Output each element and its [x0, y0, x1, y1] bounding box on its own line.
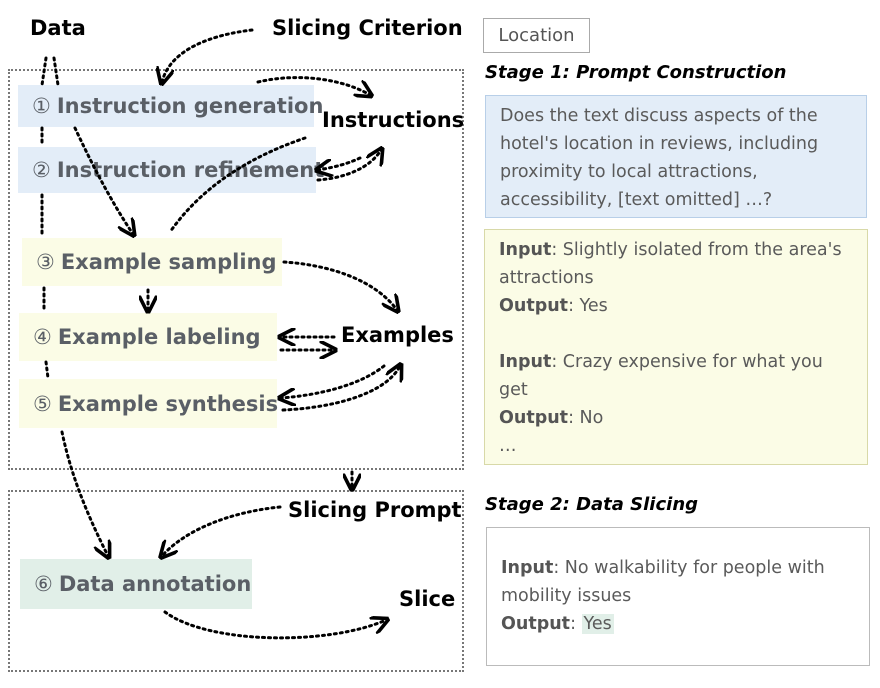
slice-label: Slice [399, 587, 456, 611]
input-label: Input [499, 352, 552, 372]
step-example-sampling: ③ Example sampling [22, 238, 282, 286]
output-label: Output [501, 614, 571, 634]
stage2-container [8, 490, 464, 672]
output-label: Output [499, 408, 569, 428]
location-tag: Location [483, 18, 590, 53]
step-label: Instruction generation [56, 94, 324, 118]
slicing-input: : No walkability for people with mobilit… [501, 558, 825, 606]
step-number: ⑤ [33, 391, 52, 416]
step-label: Example synthesis [57, 391, 279, 416]
step-label: Data annotation [58, 572, 252, 596]
input-label: Input [499, 240, 552, 260]
step-data-annotation: ⑥ Data annotation [20, 559, 252, 609]
instruction-text: Does the text discuss aspects of the hot… [500, 106, 819, 210]
example-2: Input: Crazy expensive for what you get … [499, 348, 853, 432]
data-label: Data [30, 16, 86, 40]
ellipsis: … [499, 436, 517, 456]
instruction-panel: Does the text discuss aspects of the hot… [485, 95, 867, 218]
step-label: Instruction refinement [56, 158, 325, 182]
slicing-output: Yes [581, 614, 614, 634]
example-input: : Slightly isolated from the area's attr… [499, 240, 842, 288]
examples-label: Examples [341, 323, 454, 347]
example-output: : No [568, 408, 604, 428]
example-output: : Yes [568, 296, 608, 316]
slicing-prompt-label: Slicing Prompt [288, 498, 462, 522]
example-1: Input: Slightly isolated from the area's… [499, 236, 853, 320]
step-label: Example labeling [57, 325, 261, 349]
step-number: ⑥ [34, 572, 53, 596]
step-number: ② [32, 158, 51, 182]
slicing-panel: Input: No walkability for people with mo… [486, 527, 870, 666]
step-number: ③ [36, 250, 55, 274]
step-label: Example sampling [60, 250, 277, 274]
stage1-title: Stage 1: Prompt Construction [485, 62, 787, 83]
step-example-synthesis: ⑤ Example synthesis [19, 379, 279, 428]
step-number: ① [32, 94, 51, 118]
examples-panel: Input: Slightly isolated from the area's… [484, 229, 868, 465]
step-instruction-generation: ① Instruction generation [18, 85, 323, 127]
example-input: : Crazy expensive for what you get [499, 352, 823, 400]
output-separator: : [570, 614, 582, 634]
stage2-title: Stage 2: Data Slicing [485, 494, 699, 515]
step-instruction-refinement: ② Instruction refinement [18, 147, 324, 193]
slicing-criterion-label: Slicing Criterion [272, 16, 463, 40]
input-label: Input [501, 558, 554, 578]
instructions-label: Instructions [322, 108, 465, 132]
step-example-labeling: ④ Example labeling [19, 313, 277, 361]
output-label: Output [499, 296, 569, 316]
step-number: ④ [33, 325, 52, 349]
